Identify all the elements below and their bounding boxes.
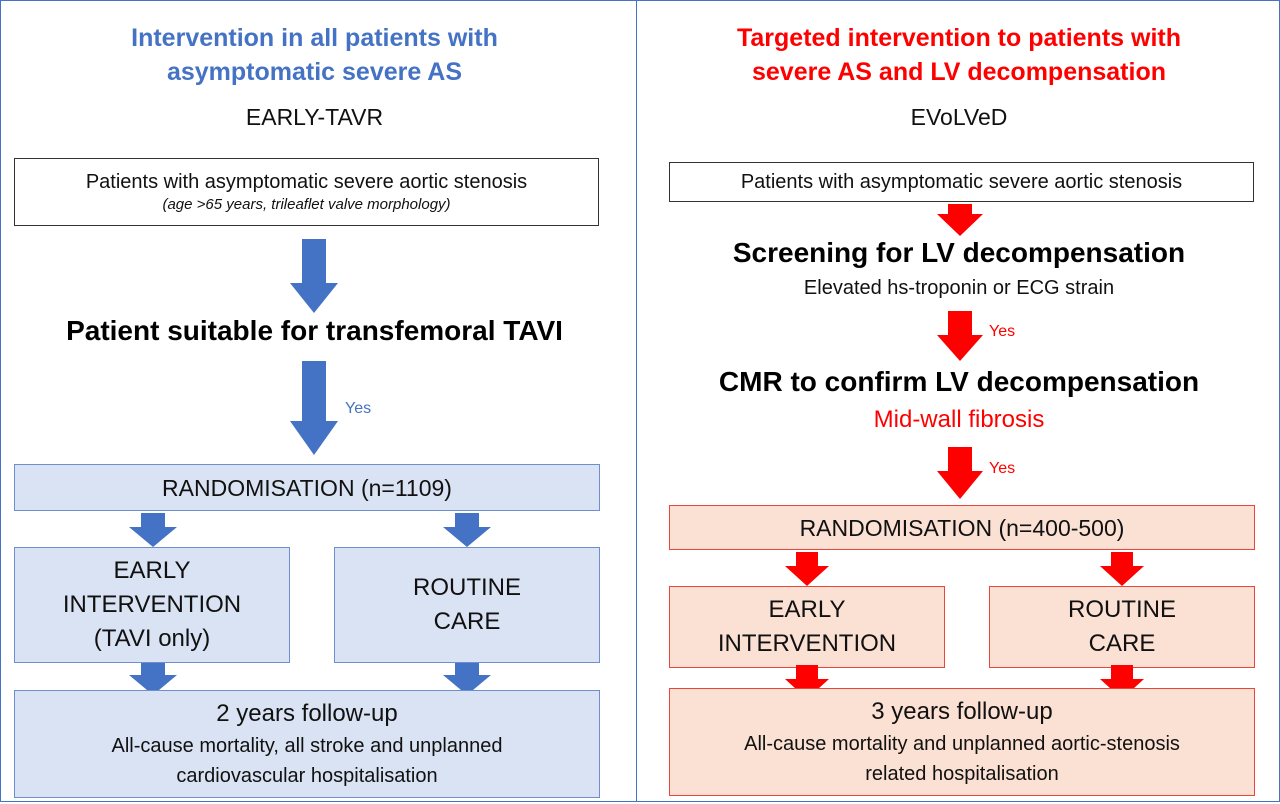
left-suitability-heading: Patient suitable for transfemoral TAVI xyxy=(66,315,563,346)
right-followup-title: 3 years follow-up xyxy=(871,698,1053,725)
down-arrow-icon xyxy=(129,663,177,695)
right-yes-label-1: Yes xyxy=(989,323,1016,340)
right-panel: Targeted intervention to patients with s… xyxy=(636,0,1280,802)
left-yes-label: Yes xyxy=(345,400,372,417)
left-routine-line1: ROUTINE xyxy=(413,574,521,601)
right-header-text: Targeted intervention to patients with s… xyxy=(736,24,1181,86)
right-trial-name: EVoLVeD xyxy=(910,104,1008,130)
down-arrow-icon xyxy=(443,513,491,547)
right-early-line2: INTERVENTION xyxy=(717,630,897,657)
right-routine-line1: ROUTINE xyxy=(1068,596,1176,623)
left-early-line3: (TAVI only) xyxy=(93,625,211,652)
right-screening-heading: Screening for LV decompensation xyxy=(732,237,1186,268)
right-early-line1: EARLY xyxy=(768,596,846,623)
right-randomisation-text: RANDOMISATION (n=400-500) xyxy=(799,514,1125,541)
left-routine-care-box: ROUTINE CARE xyxy=(334,547,600,663)
right-cmr-heading: CMR to confirm LV decompensation xyxy=(718,366,1200,397)
left-population-note: (age >65 years, trileaflet valve morphol… xyxy=(162,196,451,213)
left-panel: Intervention in all patients with asympt… xyxy=(0,0,637,802)
left-followup-line1: All-cause mortality, all stroke and unpl… xyxy=(111,735,503,757)
left-early-line1: EARLY xyxy=(113,557,191,584)
left-followup-line2: cardiovascular hospitalisation xyxy=(176,765,438,787)
right-randomisation-box: RANDOMISATION (n=400-500) xyxy=(669,505,1255,550)
down-arrow-icon xyxy=(937,311,983,361)
right-population-text: Patients with asymptomatic severe aortic… xyxy=(740,171,1183,193)
down-arrow-icon xyxy=(937,204,983,236)
down-arrow-icon xyxy=(443,663,491,695)
left-header: Intervention in all patients with asympt… xyxy=(1,21,628,89)
left-header-text: Intervention in all patients with asympt… xyxy=(131,24,498,86)
down-arrow-icon xyxy=(290,239,338,313)
right-yes-label-2: Yes xyxy=(989,460,1016,477)
left-followup-title: 2 years follow-up xyxy=(216,700,398,727)
down-arrow-icon xyxy=(290,361,338,455)
down-arrow-icon xyxy=(1100,552,1144,586)
right-cmr-sub: Mid-wall fibrosis xyxy=(873,406,1045,433)
right-population-box: Patients with asymptomatic severe aortic… xyxy=(669,162,1254,202)
down-arrow-icon xyxy=(937,447,983,499)
right-header: Targeted intervention to patients with s… xyxy=(637,21,1280,89)
left-routine-line2: CARE xyxy=(433,608,501,635)
right-early-intervention-box: EARLY INTERVENTION xyxy=(669,586,945,668)
left-early-line2: INTERVENTION xyxy=(62,591,242,618)
left-early-intervention-box: EARLY INTERVENTION (TAVI only) xyxy=(14,547,290,663)
right-followup-box: 3 years follow-up All-cause mortality an… xyxy=(669,688,1255,796)
down-arrow-icon xyxy=(785,552,829,586)
left-randomisation-text: RANDOMISATION (n=1109) xyxy=(162,474,452,501)
right-screening-sub: Elevated hs-troponin or ECG strain xyxy=(803,277,1115,299)
left-population-text: Patients with asymptomatic severe aortic… xyxy=(85,171,528,193)
left-followup-box: 2 years follow-up All-cause mortality, a… xyxy=(14,690,600,798)
down-arrow-icon xyxy=(785,665,829,699)
right-routine-care-box: ROUTINE CARE xyxy=(989,586,1255,668)
down-arrow-icon xyxy=(129,513,177,547)
left-randomisation-box: RANDOMISATION (n=1109) xyxy=(14,464,600,511)
down-arrow-icon xyxy=(1100,665,1144,699)
right-routine-line2: CARE xyxy=(1088,630,1156,657)
right-followup-line2: related hospitalisation xyxy=(865,763,1059,785)
right-followup-line1: All-cause mortality and unplanned aortic… xyxy=(744,733,1180,755)
left-trial-name: EARLY-TAVR xyxy=(245,104,384,130)
left-population-box: Patients with asymptomatic severe aortic… xyxy=(14,158,599,226)
